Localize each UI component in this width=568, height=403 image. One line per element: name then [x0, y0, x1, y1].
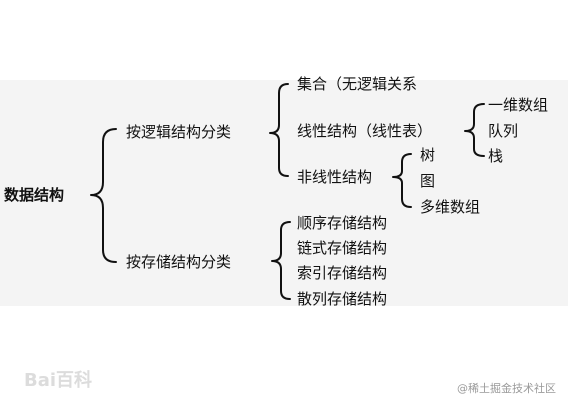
- storage-item: 散列存储结构: [297, 290, 388, 308]
- linear-item: 栈: [488, 147, 504, 165]
- storage-item: 链式存储结构: [297, 239, 388, 257]
- nonlinear-item: 多维数组: [420, 198, 481, 216]
- nonlinear-item: 图: [420, 172, 436, 190]
- baike-watermark: Bai百科: [24, 370, 93, 391]
- root-brace: [90, 128, 117, 263]
- logical-classification-label: 按逻辑结构分类: [126, 123, 232, 141]
- linear-item: 队列: [488, 122, 519, 140]
- logical-brace: [269, 83, 289, 177]
- source-credit: @稀土掘金技术社区: [457, 382, 556, 395]
- linear-brace: [464, 103, 485, 157]
- nonlinear-structure-node: 非线性结构: [297, 168, 373, 186]
- root-node: 数据结构: [4, 186, 65, 204]
- storage-brace: [271, 221, 291, 300]
- linear-structure-node: 线性结构（线性表）: [297, 122, 433, 140]
- storage-classification-label: 按存储结构分类: [126, 253, 232, 271]
- nonlinear-item: 树: [420, 146, 436, 164]
- linear-item: 一维数组: [488, 96, 549, 114]
- storage-item: 顺序存储结构: [297, 214, 388, 232]
- storage-item: 索引存储结构: [297, 264, 388, 282]
- nonlinear-brace: [392, 153, 412, 208]
- set-node: 集合（无逻辑关系: [297, 75, 418, 93]
